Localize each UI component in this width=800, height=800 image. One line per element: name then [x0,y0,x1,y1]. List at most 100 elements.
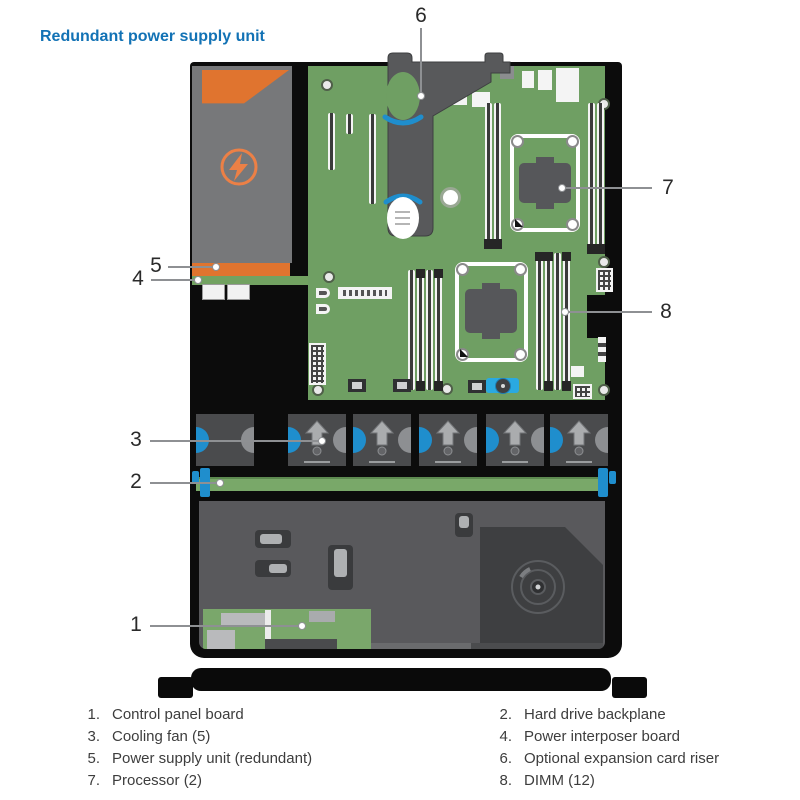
callout-7-dot [558,184,566,192]
board-cutout [587,295,605,338]
cooling-fan [419,414,477,466]
system-board [308,66,613,400]
board-header [468,380,486,393]
cooling-fan [353,414,411,466]
dimm-slot [535,252,544,390]
fan-label-line [566,461,592,463]
dimm-slot [408,270,415,390]
legend-label: Hard drive backplane [524,705,666,723]
fan-label-line [304,461,330,463]
dimm-slot [426,270,433,390]
power-supply-unit [192,66,292,263]
legend-label: Optional expansion card riser [524,749,720,767]
pcie-slot [346,114,353,134]
callout-4: 4 [132,267,144,290]
callout-2: 2 [130,470,142,493]
callout-7: 7 [662,176,674,199]
legend-right-column: 2. Hard drive backplane 4. Power interpo… [494,703,719,791]
fan-hub [595,427,608,453]
sata-connector [316,288,330,298]
dimm-slot [493,103,502,249]
cooling-fan [486,414,544,466]
socket-screw [511,135,524,148]
processor-socket-1 [510,134,580,232]
airflow-arrow-icon [369,420,395,456]
callout-3-dot [318,437,326,445]
edge-connector [598,337,606,362]
legend-item-2: 2. Hard drive backplane [494,703,719,725]
socket-screw [514,263,527,276]
callout-6-dot [417,92,425,100]
fan-hub [531,427,544,453]
legend-left-column: 1. Control panel board 3. Cooling fan (5… [82,703,312,791]
legend-item-4: 4. Power interposer board [494,725,719,747]
callout-7-line [562,187,652,189]
fan-latch [419,427,432,453]
legend-num: 6. [499,749,512,767]
socket-screw [566,218,579,231]
pcie-slot [369,114,376,204]
processor-socket-2 [455,262,528,362]
chassis-floor [371,643,471,649]
backplane-clip [598,468,616,497]
dimm-slot [562,252,571,391]
screw [321,79,333,91]
lightning-bolt-icon [220,148,258,186]
callout-8-dot [561,308,569,316]
front-bezel [191,668,611,691]
board-header [348,379,366,392]
dimm-slot [554,253,561,390]
fan-latch [353,427,366,453]
fan-latch [550,427,563,453]
legend-label: DIMM (12) [524,771,595,789]
screw [598,256,610,268]
pib-connector [202,284,225,300]
legend-num: 8. [499,771,512,789]
legend-label: Power interposer board [524,727,680,745]
chassis-component [455,513,473,537]
cpb-cable [265,639,337,649]
power-interposer-board [192,276,316,285]
rack-ear-left [158,677,193,698]
callout-4-dot [194,276,202,284]
legend-num: 5. [87,749,100,767]
board-header [571,366,584,377]
sata-connector [316,304,330,314]
latch-screw [495,378,511,394]
legend-num: 4. [499,727,512,745]
processor-lid [519,163,571,203]
dimm-slot [544,252,553,391]
control-panel-board [203,609,371,649]
rack-ear-right [612,677,647,698]
callout-3: 3 [130,428,142,451]
standoff [440,187,461,208]
drive-bay-section [196,498,608,652]
airflow-arrow-icon [502,420,528,456]
legend-label: Power supply unit (redundant) [112,749,313,767]
screw [598,384,610,396]
fan-label-line [502,461,528,463]
callout-8: 8 [660,300,672,323]
pcie-slot [328,113,335,170]
screw [323,271,335,283]
hard-drive-backplane [196,477,608,491]
callout-4-line [151,279,196,281]
fan-label-line [435,461,461,463]
cpb-connector [221,613,265,625]
callout-1: 1 [130,613,142,636]
callout-5-dot [212,263,220,271]
chassis-component [255,560,291,577]
board-header [393,379,411,392]
legend-label: Processor (2) [112,771,203,789]
rear-io-block [522,71,534,88]
callout-1-dot [298,622,306,630]
airflow-arrow-icon [566,420,592,456]
airflow-arrow-icon [304,420,330,456]
callout-3-line [150,440,320,442]
callout-8-line [565,311,652,313]
legend-item-7: 7. Processor (2) [82,769,312,791]
cpb-component [207,630,235,649]
screw [312,384,324,396]
chassis-component [255,530,291,548]
